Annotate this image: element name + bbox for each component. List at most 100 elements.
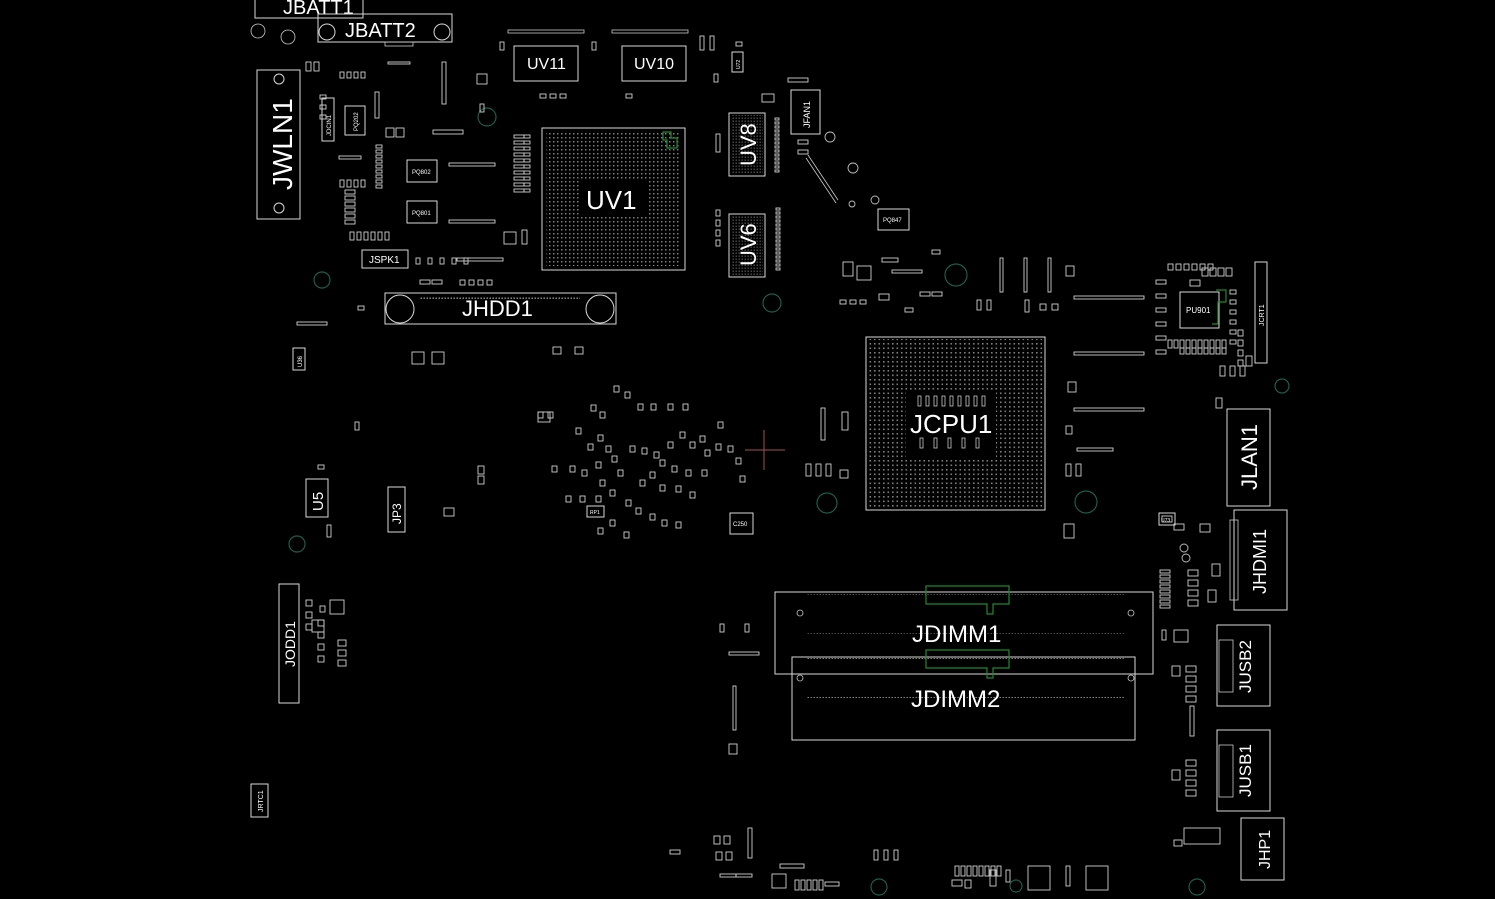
smd-pad [427,257,433,265]
component-jfan1[interactable]: JFAN1 [790,89,821,135]
label-u36: U36 [298,355,304,367]
smd-pad [1185,789,1197,797]
smd-pad [667,441,674,449]
smd-pad [774,121,780,125]
component-uv8[interactable]: UV8 [728,112,766,177]
smd-pad [574,346,584,355]
smd-pad [661,519,668,527]
smd-pad [611,455,618,463]
smd-pad [775,239,781,243]
smd-pad [1179,347,1185,355]
smd-pad [476,73,488,85]
smd-pad [1189,705,1195,737]
component-u72[interactable]: U72 [731,51,744,73]
component-jusb2[interactable]: JUSB2 [1216,624,1271,707]
smd-pad [1063,523,1075,539]
smd-pad [319,114,327,120]
smd-pad [629,445,636,453]
smd-pad [523,182,531,187]
smd-pad [859,299,867,305]
smd-pad [1167,263,1174,271]
smd-pad [1229,365,1236,377]
smd-pad [919,291,931,297]
smd-pad [1047,257,1052,293]
cpu-pad [917,395,922,407]
smd-pad [1207,263,1214,271]
smd-pad [599,479,606,487]
smd-pad [797,139,809,145]
smd-pad [552,346,562,355]
smd-pad [477,465,485,475]
component-u73[interactable]: U73 [1158,512,1176,526]
component-uv1[interactable]: UV1 [541,127,686,271]
component-uv11[interactable]: UV11 [513,45,579,82]
smd-pad [679,431,686,439]
component-jp3[interactable]: JP3 [387,486,406,533]
component-jhp1[interactable]: JHP1 [1240,817,1285,881]
smd-pad [448,162,496,167]
cpu-pad [973,395,978,407]
component-jcrt1[interactable]: JCRT1 [1254,261,1268,364]
smd-pad [709,35,715,51]
component-u5[interactable]: U5 [305,478,329,518]
component-uv6[interactable]: UV6 [728,213,766,278]
smd-pad [551,465,558,473]
component-jspk1[interactable]: JSPK1 [361,249,409,269]
cpu-pad [925,395,930,407]
smd-pad [1199,523,1211,533]
component-pq801[interactable]: PQ801 [406,200,438,224]
smd-pad [1173,339,1179,349]
smd-pad [356,231,362,241]
smd-pad [747,827,753,859]
component-jlan1[interactable]: JLAN1 [1226,408,1271,507]
smd-pad [523,188,531,193]
component-jdimm1[interactable]: JDIMM1 [774,591,1154,675]
smd-pad [375,149,383,154]
component-rp1[interactable]: RP1 [586,505,605,518]
smd-pad [1159,589,1171,594]
smd-pad [1185,769,1197,777]
smd-pad [1237,329,1244,337]
component-uv10[interactable]: UV10 [621,45,687,82]
component-jusb1[interactable]: JUSB1 [1216,729,1271,812]
smd-pad [635,507,642,515]
via-ring [870,195,880,205]
label-uv10: UV10 [634,56,674,73]
smd-pad [1155,307,1167,313]
smd-pad [659,484,666,492]
component-jbatt2[interactable]: JBATT2 [317,13,453,47]
label-u72: U72 [736,60,742,69]
component-jodd1[interactable]: JODD1 [278,583,300,704]
smd-pad [735,873,753,878]
smd-pad [523,146,531,151]
component-jrtc1[interactable]: JRTC1 [250,783,269,818]
smd-pad [1159,574,1171,579]
component-jhdd1[interactable]: JHDD1 [384,292,617,325]
smd-pad [503,231,517,245]
component-jdcin1[interactable]: JDCIN1 [321,97,335,142]
component-jdimm2[interactable]: JDIMM2 [791,656,1136,741]
smd-pad [1073,351,1145,356]
smd-pad [319,94,327,100]
smd-pad [856,265,872,281]
smd-pad [1073,295,1145,300]
smd-pad [820,407,826,441]
smd-pad [675,521,682,529]
smd-pad [1199,263,1206,271]
component-pq802[interactable]: PQ802 [406,159,438,183]
component-c250[interactable]: C250 [729,512,754,535]
component-jhdmi1[interactable]: JHDMI1 [1229,509,1288,611]
smd-pad [774,125,780,129]
smd-pad [1229,299,1237,305]
component-jcpu1[interactable]: JCPU1 [865,336,1046,511]
component-pq202[interactable]: PQ202 [344,105,366,136]
component-pu901[interactable]: PU901 [1179,291,1220,329]
component-pq847[interactable]: PQ847 [877,208,910,231]
component-u36[interactable]: U36 [292,347,306,371]
smd-pad [1207,589,1217,603]
component-jwln1[interactable]: JWLN1 [256,69,301,220]
mounting-hole [762,293,782,313]
cpu-pad [975,437,980,449]
smd-pad [587,443,594,451]
